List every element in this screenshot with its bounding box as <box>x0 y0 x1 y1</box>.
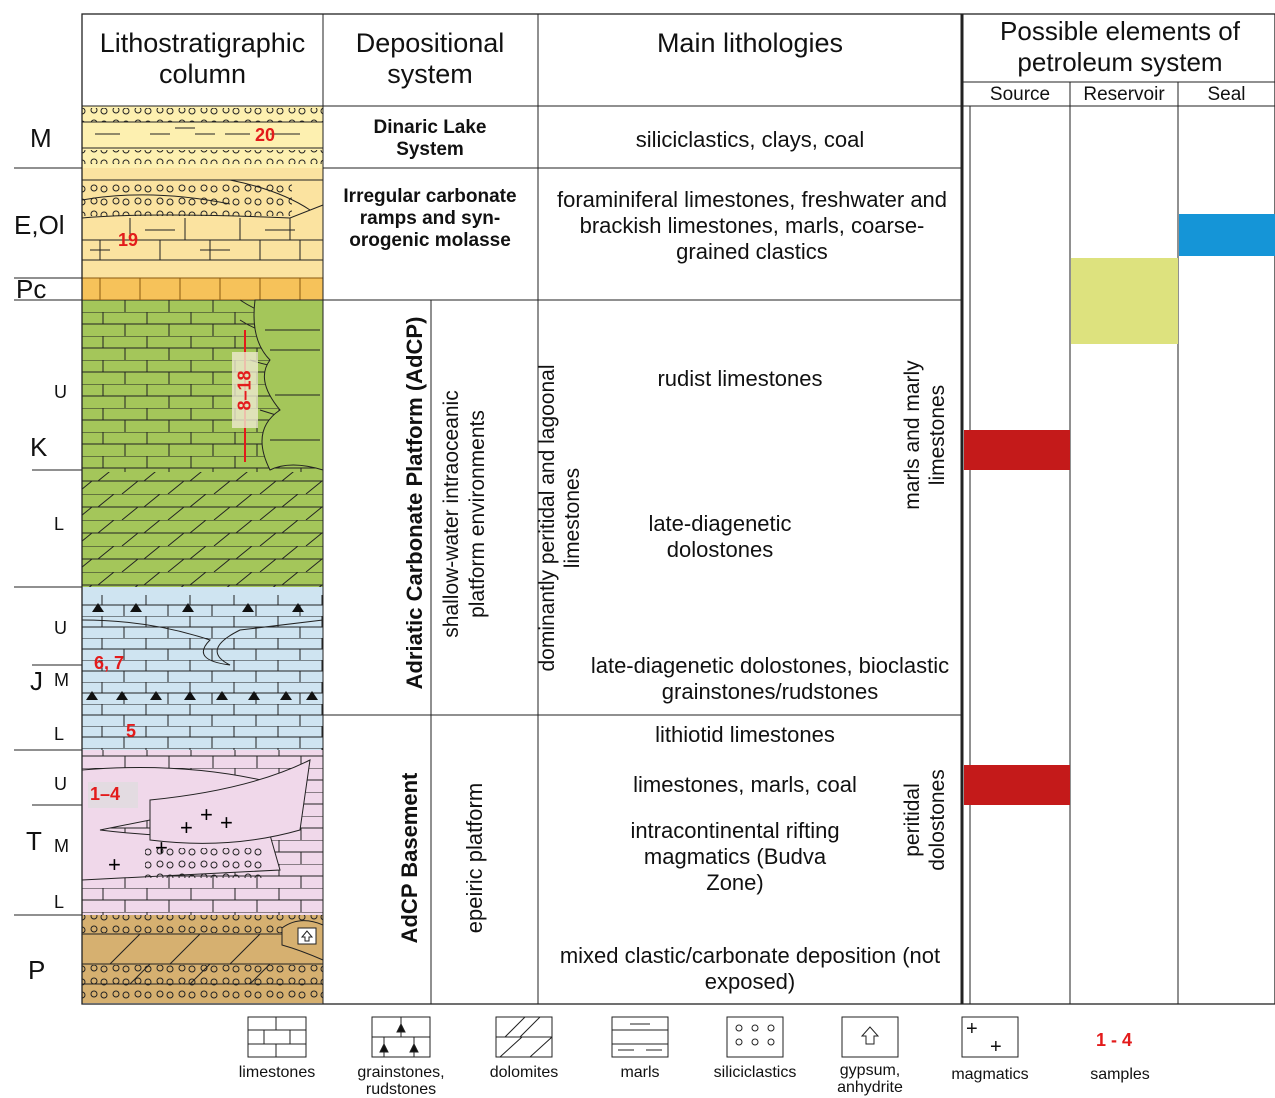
header-main-lithologies: Main lithologies <box>656 28 844 58</box>
sample-20: 20 <box>255 125 276 145</box>
legend-marls-icon <box>611 1016 669 1058</box>
legend-grainstones-label: grainstones, rudstones <box>357 1064 445 1098</box>
sample-1-4: 1–4 <box>90 784 121 804</box>
header-lithostratigraphic: Lithostratigraphic column <box>99 28 306 89</box>
legend-magmatics-icon: + + <box>961 1016 1019 1058</box>
lith-marls-marly: marls and marly limestones <box>901 360 949 510</box>
age-triassic: T <box>26 826 42 856</box>
legend-limestones-label: limestones <box>238 1064 316 1081</box>
seal-bar <box>1179 214 1275 256</box>
sample-6-7: 6, 7 <box>94 653 125 673</box>
source-bar-triassic <box>964 765 1070 805</box>
sample-5: 5 <box>126 721 137 741</box>
legend-siliciclastics-label: siliciclastics <box>713 1064 797 1081</box>
reservoir-bar <box>1071 258 1178 344</box>
lith-miocene: siliciclastics, clays, coal <box>635 127 865 152</box>
legend-samples-symbol: 1 - 4 <box>1096 1030 1133 1050</box>
legend-marls-label: marls <box>620 1064 660 1081</box>
age-paleocene: Pc <box>16 274 47 304</box>
legend-gypsum-label: gypsum, anhydrite <box>837 1062 903 1096</box>
header-source: Source <box>989 84 1051 105</box>
age-eocene-oligocene: E,Ol <box>14 210 65 240</box>
table-grid <box>14 13 1275 1005</box>
header-seal: Seal <box>1207 84 1246 105</box>
source-bar-cretaceous <box>964 430 1070 470</box>
svg-text:+: + <box>990 1036 1002 1058</box>
legend-limestones-icon <box>247 1016 307 1058</box>
dep-adcp-basement: AdCP Basement <box>397 772 422 944</box>
unit-paleocene <box>82 278 323 300</box>
age-miocene: M <box>30 123 52 153</box>
age-permian: P <box>28 955 46 985</box>
dep-shallow-water: shallow-water intraoceanic platform envi… <box>440 390 489 638</box>
lith-dominantly-peritidal: dominantly peritidal and lagoonal limest… <box>536 364 584 672</box>
age-j-lower: L <box>54 724 65 744</box>
lith-late-diagenetic-bioclastic: late-diagenetic dolostones, bioclastic g… <box>590 653 950 704</box>
sample-8-18: 8–18 <box>234 370 255 411</box>
dep-dinaric-lake: Dinaric Lake System <box>373 117 487 160</box>
age-t-lower: L <box>54 892 65 912</box>
age-k-lower: L <box>54 514 65 534</box>
litho-column: + + + + + <box>81 106 324 1003</box>
age-cretaceous: K <box>30 432 48 462</box>
age-t-middle: M <box>54 836 69 856</box>
header-depositional: Depositional system <box>355 28 505 89</box>
legend-symbols: + + <box>247 1016 1019 1058</box>
age-j-upper: U <box>54 618 67 638</box>
age-k-upper: U <box>54 382 67 402</box>
lith-limestones-marls-coal: limestones, marls, coal <box>633 772 857 797</box>
legend-siliciclastics-icon <box>726 1016 784 1058</box>
lith-lithiotid: lithiotid limestones <box>655 722 835 747</box>
legend-dolomites-label: dolomites <box>489 1064 559 1081</box>
lith-eocene-oligocene: foraminiferal limestones, freshwater and… <box>556 187 948 264</box>
svg-text:+: + <box>220 810 233 835</box>
age-t-upper: U <box>54 774 67 794</box>
header-possible-elements: Possible elements of petroleum system <box>1000 16 1240 77</box>
lith-late-diagenetic: late-diagenetic dolostones <box>648 511 792 562</box>
legend-gypsum-icon <box>841 1016 899 1058</box>
dep-adcp: Adriatic Carbonate Platform (AdCP) <box>402 316 427 690</box>
age-j-middle: M <box>54 670 69 690</box>
lith-mixed: mixed clastic/carbonate deposition (not … <box>559 943 941 994</box>
legend-dolomites-icon <box>495 1016 553 1058</box>
svg-text:+: + <box>966 1018 978 1040</box>
svg-text:+: + <box>180 815 193 840</box>
lith-peritidal-dolostones: peritidal dolostones <box>901 769 949 871</box>
header-reservoir: Reservoir <box>1083 84 1165 105</box>
legend-grainstones-icon <box>371 1016 431 1058</box>
legend-magmatics-label: magmatics <box>951 1066 1029 1083</box>
svg-text:+: + <box>200 802 213 827</box>
dep-epeiric: epeiric platform <box>462 782 487 934</box>
lith-rudist: rudist limestones <box>657 366 823 391</box>
dep-irregular-ramps: Irregular carbonate ramps and syn-orogen… <box>343 186 517 251</box>
age-jurassic: J <box>30 666 43 696</box>
legend-samples-label: samples <box>1090 1066 1150 1083</box>
lith-intracontinental: intracontinental rifting magmatics (Budv… <box>630 818 840 895</box>
svg-text:+: + <box>108 852 121 877</box>
sample-19: 19 <box>118 230 139 250</box>
